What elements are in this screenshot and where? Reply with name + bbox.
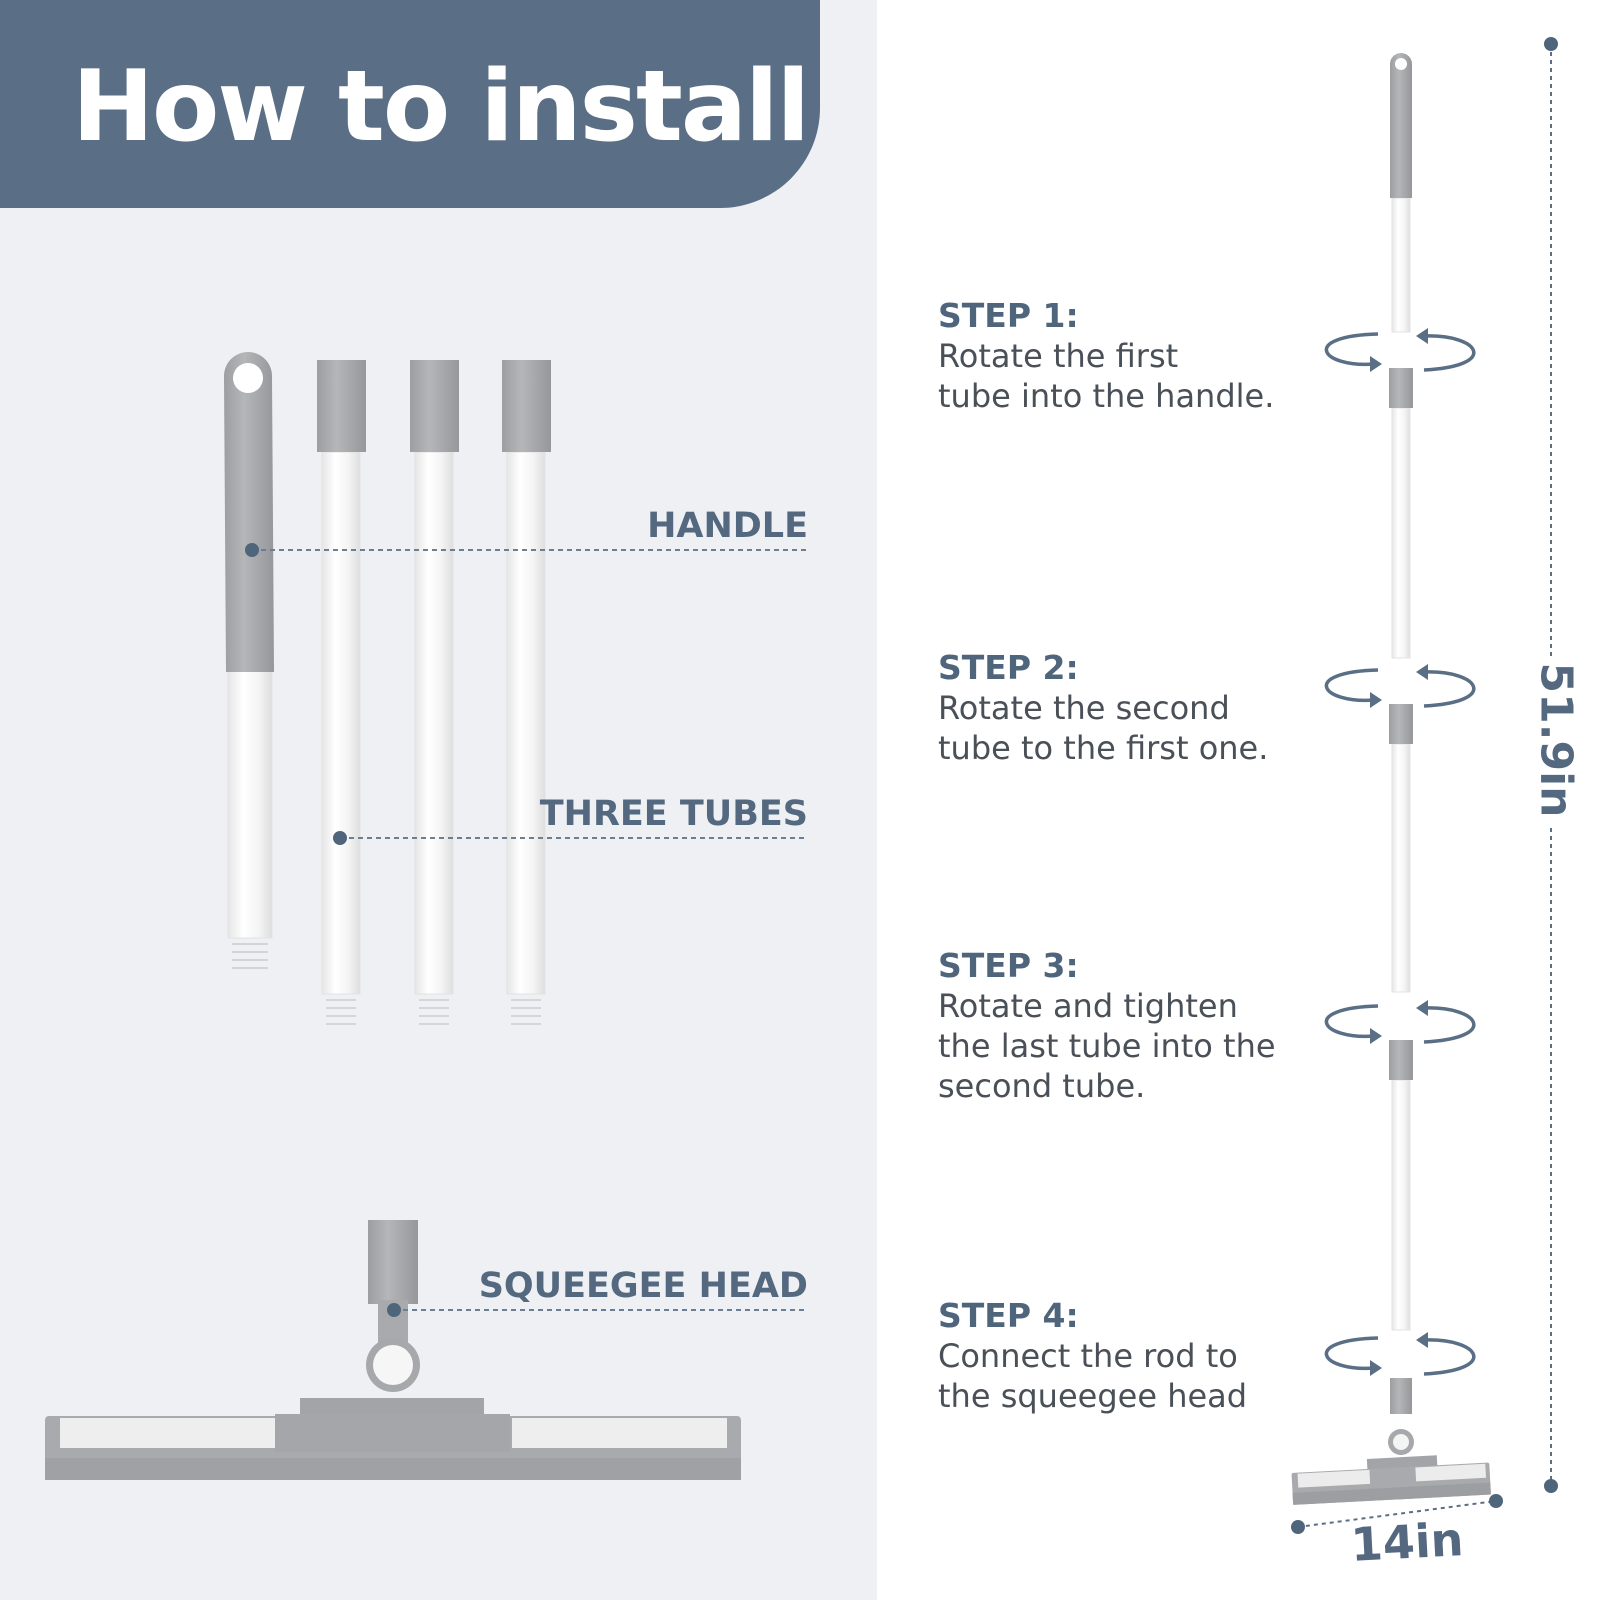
three-tubes-label: THREE TUBES [539,794,808,834]
step-title: STEP 1: [938,296,1079,335]
step-text-line: Rotate the second [938,689,1230,727]
leader-dot [245,543,259,557]
height-dimension-line [1544,37,1558,1493]
tube-illustration [317,360,366,1025]
step-text-line: tube into the handle. [938,377,1275,415]
handle-illustration [224,352,274,969]
step-text-line: Rotate and tighten [938,987,1238,1025]
step-text-line: second tube. [938,1067,1146,1105]
rotate-arrows-icon [1324,664,1476,708]
height-dimension-label: 51.9in [1530,662,1582,818]
step-text-line: the squeegee head [938,1377,1248,1415]
assembled-squeegee-illustration [1291,53,1491,1505]
handle-label: HANDLE [647,506,808,546]
squeegee-head-illustration [45,1220,741,1480]
step-3: STEP 3: Rotate and tighten the last tube… [938,946,1338,1106]
page-title: How to install [72,50,810,164]
title-banner: How to install [0,0,820,208]
tube-illustration [502,360,551,1025]
leader-dot [387,1303,401,1317]
step-text-line: the last tube into the [938,1027,1276,1065]
leader-lines [252,549,808,1311]
rotate-arrows-icon [1324,1332,1476,1376]
tube-illustration [410,360,459,1025]
step-2: STEP 2: Rotate the second tube to the fi… [938,648,1338,768]
step-1: STEP 1: Rotate the first tube into the h… [938,296,1338,416]
step-text-line: Rotate the first [938,337,1179,375]
leader-dot [333,831,347,845]
rotate-arrows-icon [1324,1000,1476,1044]
step-text-line: tube to the first one. [938,729,1269,767]
rotate-arrows-icon [1324,328,1476,372]
step-text-line: Connect the rod to [938,1337,1238,1375]
width-dimension-line [1291,1494,1503,1534]
step-title: STEP 3: [938,946,1079,985]
step-4: STEP 4: Connect the rod to the squeegee … [938,1296,1338,1416]
step-title: STEP 2: [938,648,1079,687]
step-title: STEP 4: [938,1296,1079,1335]
width-dimension-label: 14in [1349,1512,1465,1572]
squeegee-head-label: SQUEEGEE HEAD [478,1266,808,1306]
